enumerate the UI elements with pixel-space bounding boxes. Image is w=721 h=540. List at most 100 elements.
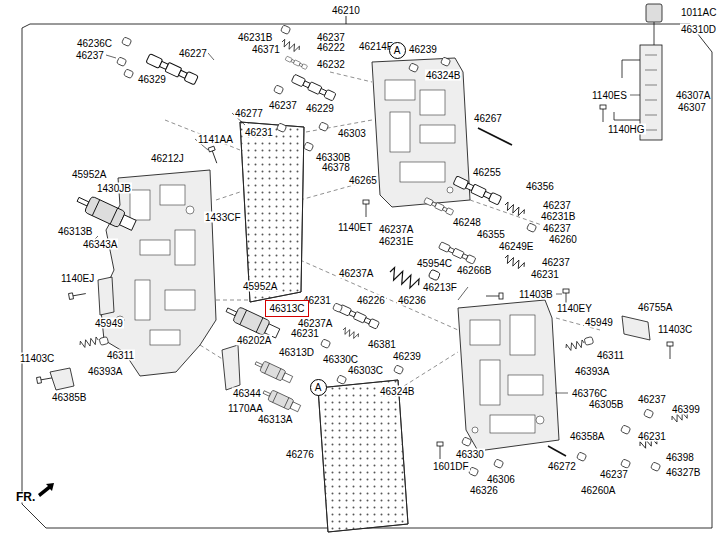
callout-number: 46324B: [425, 70, 461, 81]
callout-number: 45949: [94, 318, 124, 329]
valve-channel: [480, 360, 500, 405]
valve-channel: [160, 185, 185, 205]
callout-number: 46303C: [347, 365, 384, 376]
bracket: [622, 316, 650, 340]
valve-channel: [186, 206, 194, 214]
callout-number: 46237: [637, 394, 667, 405]
valve-plug: [428, 269, 440, 281]
callout-number: 46330: [455, 449, 485, 460]
callout-number: 46231: [244, 127, 274, 138]
callout-number: 46344: [232, 388, 262, 399]
valve-channel: [130, 190, 150, 220]
callout-number: 1140ES: [591, 90, 628, 101]
callout-number: 46327B: [665, 467, 701, 478]
callout-number: 46237: [541, 257, 571, 268]
callout-number: 46226: [356, 295, 386, 306]
callout-number: 46237: [542, 223, 572, 234]
separator-plate: [240, 122, 304, 302]
valve-spool: [478, 128, 512, 145]
callout-number: 46329: [137, 74, 167, 85]
callout-number: 46236C: [76, 38, 113, 49]
valve-channel: [150, 330, 180, 345]
separator-plate: [318, 380, 408, 532]
valve-plug: [304, 142, 314, 152]
valve-body: [100, 170, 216, 376]
direction-arrow: [38, 483, 54, 497]
valve-spool: [424, 197, 454, 215]
callout-number: 46358A: [569, 431, 605, 442]
callout-number: 11403B: [518, 289, 554, 300]
valve-spring: [280, 39, 300, 54]
callout-number: 46343A: [82, 239, 118, 250]
callout-number: 46399: [671, 404, 701, 415]
callout-number: 1140EJ: [60, 273, 95, 284]
callout-number: 46277: [234, 108, 264, 119]
valve-plug: [124, 69, 134, 79]
valve-channel: [508, 375, 543, 395]
callout-number: 46249E: [498, 241, 534, 252]
highlighted-part-number: 46313C: [265, 300, 309, 317]
callout-number: 46371: [251, 44, 281, 55]
valve-spool: [146, 54, 621, 456]
valve-plug: [99, 25, 661, 477]
valve-spring: [503, 254, 525, 270]
valve-spool: [285, 56, 307, 69]
callout-number: 1170AA: [227, 403, 264, 414]
callout-number: 46239: [392, 351, 422, 362]
callout-number: 46398: [665, 452, 695, 463]
callout-number: 46326: [469, 485, 499, 496]
valve-channel: [490, 415, 535, 433]
assembly-line: [216, 300, 248, 301]
leader-line: [556, 294, 562, 295]
callout-number: 46231: [290, 328, 320, 339]
valve-spool: [291, 74, 336, 101]
callout-number: 46755A: [637, 302, 673, 313]
callout-number: 11403C: [657, 324, 693, 335]
bolt: [363, 200, 369, 217]
callout-number: 1140EY: [556, 303, 593, 314]
callout-number: 45954C: [416, 258, 453, 269]
callout-number: 46267: [473, 113, 503, 124]
valve-plug: [99, 337, 109, 346]
valve-plug: [527, 223, 537, 233]
leader-line: [90, 53, 640, 393]
callout-number: 1141AA: [197, 134, 234, 145]
callout-number: 46248: [452, 217, 482, 228]
valve-plug: [337, 375, 347, 385]
callout-number: 46231: [637, 431, 667, 442]
bolt: [486, 293, 503, 299]
callout-number: 46202A: [236, 335, 272, 346]
callout-number: 46330C: [322, 354, 359, 365]
callout-number: 45949: [584, 317, 614, 328]
callout-number: 11403C: [19, 353, 55, 364]
valve-plug: [644, 409, 654, 419]
callout-number: 46311: [106, 350, 135, 361]
callout-number: 1140ET: [337, 222, 373, 233]
valve-channel: [385, 80, 415, 100]
valve-plug: [621, 425, 631, 435]
valve-spring: [79, 337, 99, 349]
valve-plug: [577, 452, 587, 462]
callout-number: 46260A: [580, 485, 616, 496]
leader-line: [630, 95, 640, 96]
valve-plug: [321, 339, 331, 349]
callout-number: 46231: [530, 269, 560, 280]
callout-number: 46376C: [571, 388, 608, 399]
valve-channel: [472, 427, 478, 433]
assembly-line: [165, 120, 240, 150]
callout-number: 45952A: [71, 169, 107, 180]
valve-channel: [420, 125, 455, 143]
assembly-line: [216, 192, 240, 200]
callout-number: 46307A: [675, 90, 711, 101]
valve-plug: [394, 365, 404, 375]
node-text: 46313C: [269, 303, 304, 314]
callout-number: 46213F: [422, 282, 458, 293]
callout-number: 1601DF: [432, 461, 470, 472]
valve-spring: [79, 39, 691, 450]
valve-channel: [135, 280, 150, 320]
callout-number: 46393A: [87, 366, 123, 377]
valve-plug: [274, 85, 284, 95]
bracket: [50, 368, 74, 390]
callout-number: 46232: [316, 59, 346, 70]
